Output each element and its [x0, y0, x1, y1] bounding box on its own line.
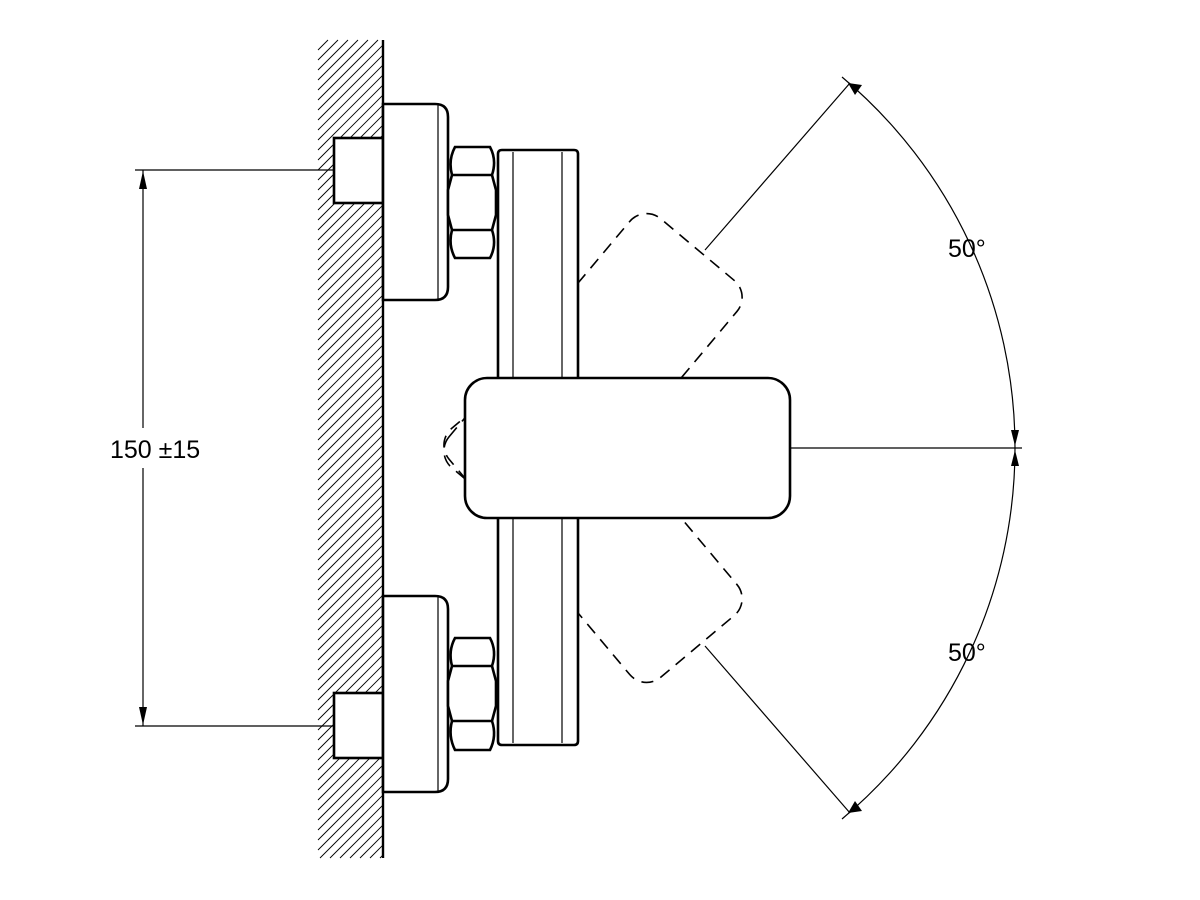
arrowhead-icon [1011, 450, 1019, 466]
hatch-line [317, 554, 384, 621]
hatch-line [329, 804, 384, 859]
hatch-line [317, 384, 384, 451]
hatch-line [317, 544, 384, 611]
hatch-line [317, 54, 384, 121]
hatch-line [317, 39, 359, 81]
lower-wall-connector [332, 691, 385, 760]
hatch-line [317, 284, 384, 351]
hatch-line [317, 74, 384, 141]
hatch-line [317, 214, 384, 281]
hatch-line [317, 614, 384, 681]
hatch-line [317, 224, 384, 291]
hatch-line [317, 39, 329, 51]
hatch-line [317, 454, 384, 521]
hatch-line [317, 314, 384, 381]
hatch-line [317, 204, 384, 271]
arrowhead-icon [1011, 430, 1019, 446]
hatch-line [317, 39, 339, 61]
hatch-line [317, 484, 384, 551]
hatch-line [317, 244, 384, 311]
hatch-line [317, 574, 384, 641]
mount-spacing-label: 150 ±15 [110, 436, 200, 464]
hatch-line [317, 274, 384, 341]
hatch-line [317, 624, 384, 691]
hatch-line [317, 304, 384, 371]
hatch-line [317, 364, 384, 431]
hatch-line [319, 794, 384, 859]
hatch-line [317, 604, 384, 671]
hatch-line [317, 514, 384, 581]
hatch-line [317, 754, 384, 821]
hatch-line [317, 344, 384, 411]
hatch-line [317, 474, 384, 541]
hatch-line [317, 494, 384, 561]
arrowhead-icon [139, 171, 147, 189]
hatch-line [317, 594, 384, 661]
hatch-line [317, 64, 384, 131]
hatch-line [317, 764, 384, 831]
hatch-line [317, 424, 384, 491]
hatch-line [317, 434, 384, 501]
hatch-line [317, 264, 384, 331]
hatch-line [317, 444, 384, 511]
hatch-line [317, 534, 384, 601]
hatch-line [317, 39, 369, 91]
arrowhead-icon [848, 83, 862, 95]
hatch-line [317, 654, 384, 721]
hatch-line [349, 824, 384, 859]
arrowhead-icon [848, 801, 862, 813]
hatch-line [317, 334, 384, 401]
hatch-line [317, 84, 384, 151]
hatch-line [317, 504, 384, 571]
hatch-line [317, 634, 384, 701]
hatch-line [317, 194, 384, 261]
upper-hex-nut [446, 145, 498, 260]
upper-wall-connector [332, 136, 385, 205]
upper-angle-label: 50° [948, 235, 986, 263]
hatch-line [317, 584, 384, 651]
hatch-line [317, 564, 384, 631]
hatch-line [317, 774, 384, 841]
angle-dimension: 50° 50° [704, 76, 1022, 820]
spacing-dimension: 150 ±15 [110, 169, 334, 727]
angle-arc [841, 76, 1016, 820]
hatch-line [317, 39, 379, 101]
lower-mount [332, 594, 498, 794]
hatch-line [359, 834, 384, 859]
hatch-line [317, 39, 349, 71]
hatch-line [369, 844, 384, 859]
hatch-line [317, 234, 384, 301]
arrowhead-icon [139, 707, 147, 725]
handle-neutral [463, 376, 792, 520]
hatch-line [317, 354, 384, 421]
hatch-line [317, 404, 384, 471]
hatch-line [339, 814, 384, 859]
hatch-line [317, 374, 384, 441]
lower-angle-label: 50° [948, 639, 986, 667]
hatch-line [317, 414, 384, 481]
hatch-line [317, 524, 384, 591]
hatch-line [317, 464, 384, 531]
hatch-line [317, 644, 384, 711]
upper-mount [332, 102, 498, 302]
hatch-line [317, 324, 384, 391]
hatch-line [317, 784, 384, 851]
hatch-line [317, 254, 384, 321]
hatch-line [317, 44, 384, 111]
hatch-line [317, 394, 384, 461]
hatch-line [317, 94, 384, 161]
hatch-line [317, 294, 384, 361]
lower-hex-nut [446, 636, 498, 752]
